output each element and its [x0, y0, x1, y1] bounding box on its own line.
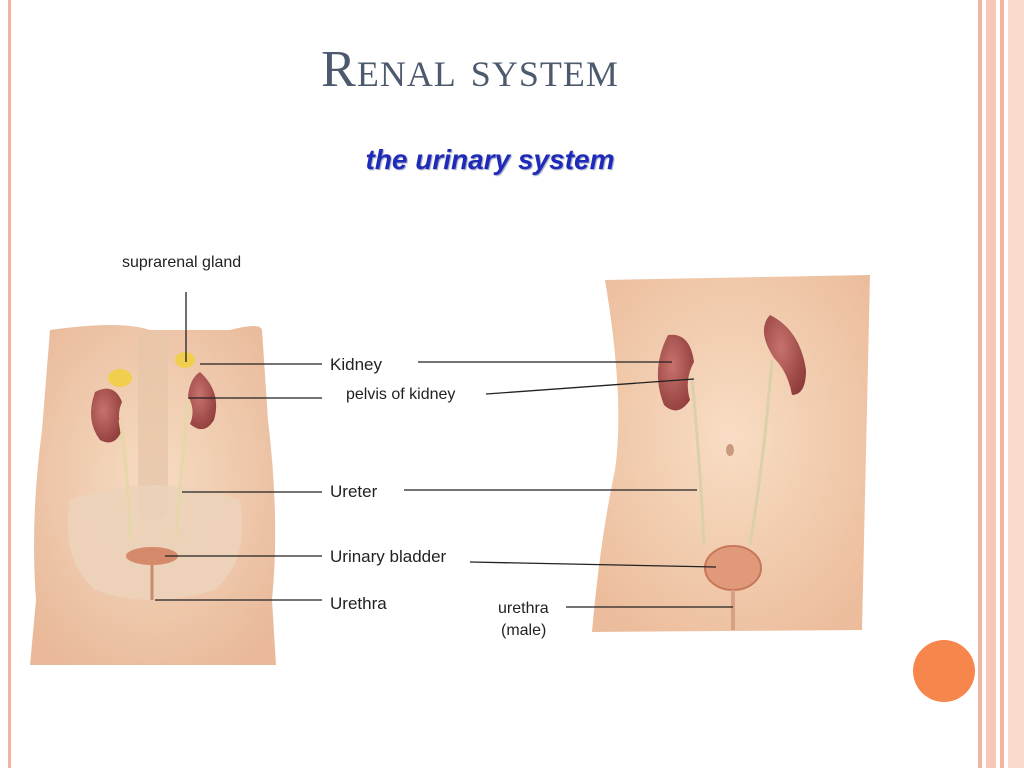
- slide-frame-stripe: [1000, 0, 1004, 768]
- slide-title: Renal system: [321, 41, 619, 98]
- label-pelvis-of-kidney: pelvis of kidney: [346, 386, 456, 403]
- label-urethra-male-line2: (male): [501, 622, 547, 639]
- slide-accent-dot: [913, 640, 975, 702]
- slide-frame-left: [8, 0, 11, 768]
- label-urethra: Urethra: [330, 594, 387, 613]
- label-urethra-male-line1: urethra: [498, 600, 549, 617]
- slide-frame-stripe: [1008, 0, 1024, 768]
- label-kidney: Kidney: [330, 355, 382, 374]
- slide-frame-stripe: [986, 0, 996, 768]
- right-torso-figure: [592, 275, 870, 632]
- label-suprarenal-gland: suprarenal gland: [122, 254, 242, 271]
- label-urinary-bladder: Urinary bladder: [330, 547, 447, 566]
- slide-frame-stripe: [978, 0, 982, 768]
- label-ureter: Ureter: [330, 482, 378, 501]
- leader-lines: [155, 292, 733, 608]
- slide-subtitle: the urinary system: [365, 144, 615, 175]
- left-torso-figure: [30, 325, 276, 665]
